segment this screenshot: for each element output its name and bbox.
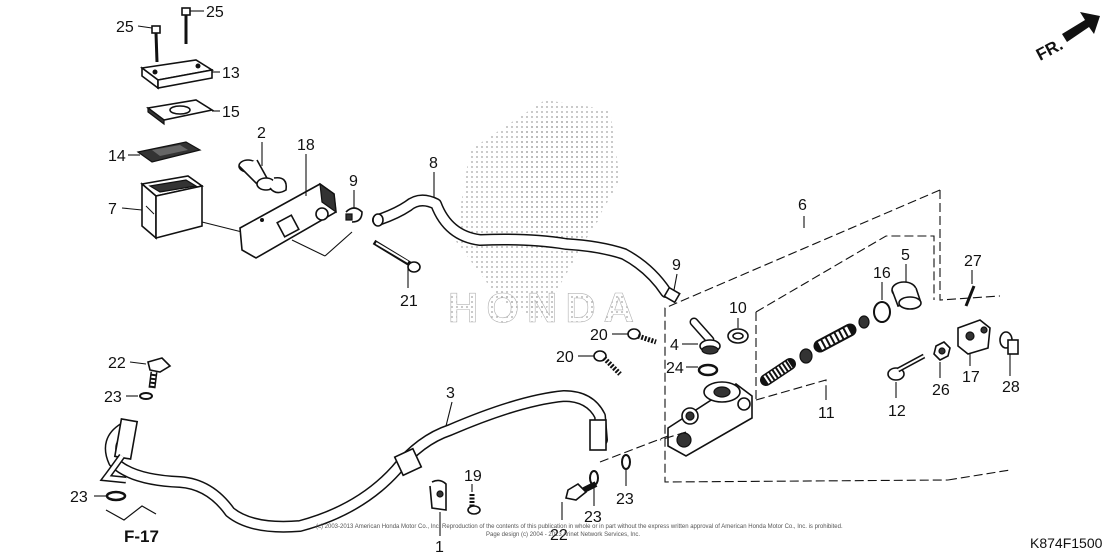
callout-12: 12	[888, 403, 906, 420]
bolt-19	[467, 494, 481, 515]
front-direction-arrow: FR.	[1033, 12, 1100, 65]
sealing-washer-23d	[621, 454, 631, 470]
callout-11: 11	[818, 405, 835, 422]
sealing-washer-23b	[105, 490, 127, 502]
drawing-code: K874F1500	[1030, 535, 1103, 551]
copyright-line-2: Page design (c) 2004 - 2013 Arinet Netwo…	[486, 532, 640, 538]
hose-clamp-9b	[663, 286, 681, 304]
callout-18: 18	[297, 137, 315, 154]
bolt-25b	[181, 7, 191, 44]
callout-27: 27	[964, 253, 982, 270]
sealing-washer-23a	[139, 392, 153, 400]
joint-4	[689, 317, 721, 355]
bolt-21	[372, 239, 421, 273]
callout-20b: 20	[556, 349, 574, 366]
callout-9b: 9	[672, 257, 681, 274]
callout-28: 28	[1002, 379, 1020, 396]
hose-clamp-9a	[345, 207, 363, 223]
callout-22b: 22	[550, 527, 568, 544]
bolt-20b	[593, 350, 622, 376]
callout-13: 13	[222, 65, 240, 82]
callout-14: 14	[108, 148, 126, 165]
reservoir-body-7	[140, 175, 204, 240]
diaphragm-14	[136, 141, 202, 163]
cotter-pin-27	[964, 285, 976, 307]
callout-20a: 20	[590, 327, 608, 344]
callout-8: 8	[429, 155, 438, 172]
hose-clamp-1	[429, 479, 447, 511]
figure-ref-marker: F-17	[105, 505, 159, 546]
snap-ring-16	[873, 301, 891, 323]
boot-5	[891, 281, 922, 310]
pivot-bolt-12	[887, 353, 926, 381]
callout-15: 15	[222, 104, 240, 121]
joint-pin-28	[999, 331, 1019, 355]
front-direction-label: FR.	[1033, 35, 1066, 65]
callout-3: 3	[446, 385, 455, 402]
banjo-bolt-22b	[565, 481, 598, 501]
banjo-bolt-22a	[147, 357, 172, 389]
callout-7: 7	[108, 201, 117, 218]
callout-24: 24	[666, 360, 684, 377]
diaphragm-plate-15	[146, 99, 215, 126]
washer-10	[727, 328, 749, 344]
callout-22a: 22	[108, 355, 126, 372]
watermark-brand-text: HONDA	[448, 284, 642, 331]
callout-4: 4	[670, 337, 679, 354]
callout-23c: 23	[584, 509, 602, 526]
joint-2	[238, 159, 288, 194]
piston-set-11	[760, 315, 870, 386]
callout-25b: 25	[206, 4, 224, 21]
callout-21: 21	[400, 293, 418, 310]
bolt-20a	[627, 328, 657, 345]
callout-2: 2	[257, 125, 266, 142]
callout-10: 10	[729, 300, 747, 317]
reservoir-cap-13	[139, 59, 215, 90]
master-cylinder-body	[659, 381, 753, 457]
callouts: 25 25 13 15 2 18 14 7 9 8 21 9 6 27 5 16…	[70, 4, 1020, 556]
callout-16: 16	[873, 265, 891, 282]
push-rod-joint-17	[957, 319, 991, 355]
figure-ref-label: F-17	[124, 527, 159, 546]
callout-25a: 25	[116, 19, 134, 36]
callout-23a: 23	[104, 389, 122, 406]
callout-5: 5	[901, 247, 910, 264]
reservoir-hose-8	[372, 194, 672, 298]
bolt-25a	[151, 25, 161, 63]
callout-23b: 23	[70, 489, 88, 506]
copyright-line-1: (c) 2003-2013 American Honda Motor Co., …	[316, 524, 843, 530]
callout-1: 1	[435, 539, 444, 556]
callout-19: 19	[464, 468, 482, 485]
o-ring-24	[697, 363, 719, 377]
honda-wing-watermark: HONDA	[448, 100, 642, 331]
callout-26: 26	[932, 382, 950, 399]
callout-23d: 23	[616, 491, 634, 508]
callout-17: 17	[962, 369, 980, 386]
brake-hose-3	[99, 390, 608, 533]
nut-26	[933, 341, 951, 361]
callout-6: 6	[798, 197, 807, 214]
sealing-washer-23c	[589, 470, 599, 486]
guard-18	[239, 182, 337, 259]
callout-9a: 9	[349, 173, 358, 190]
